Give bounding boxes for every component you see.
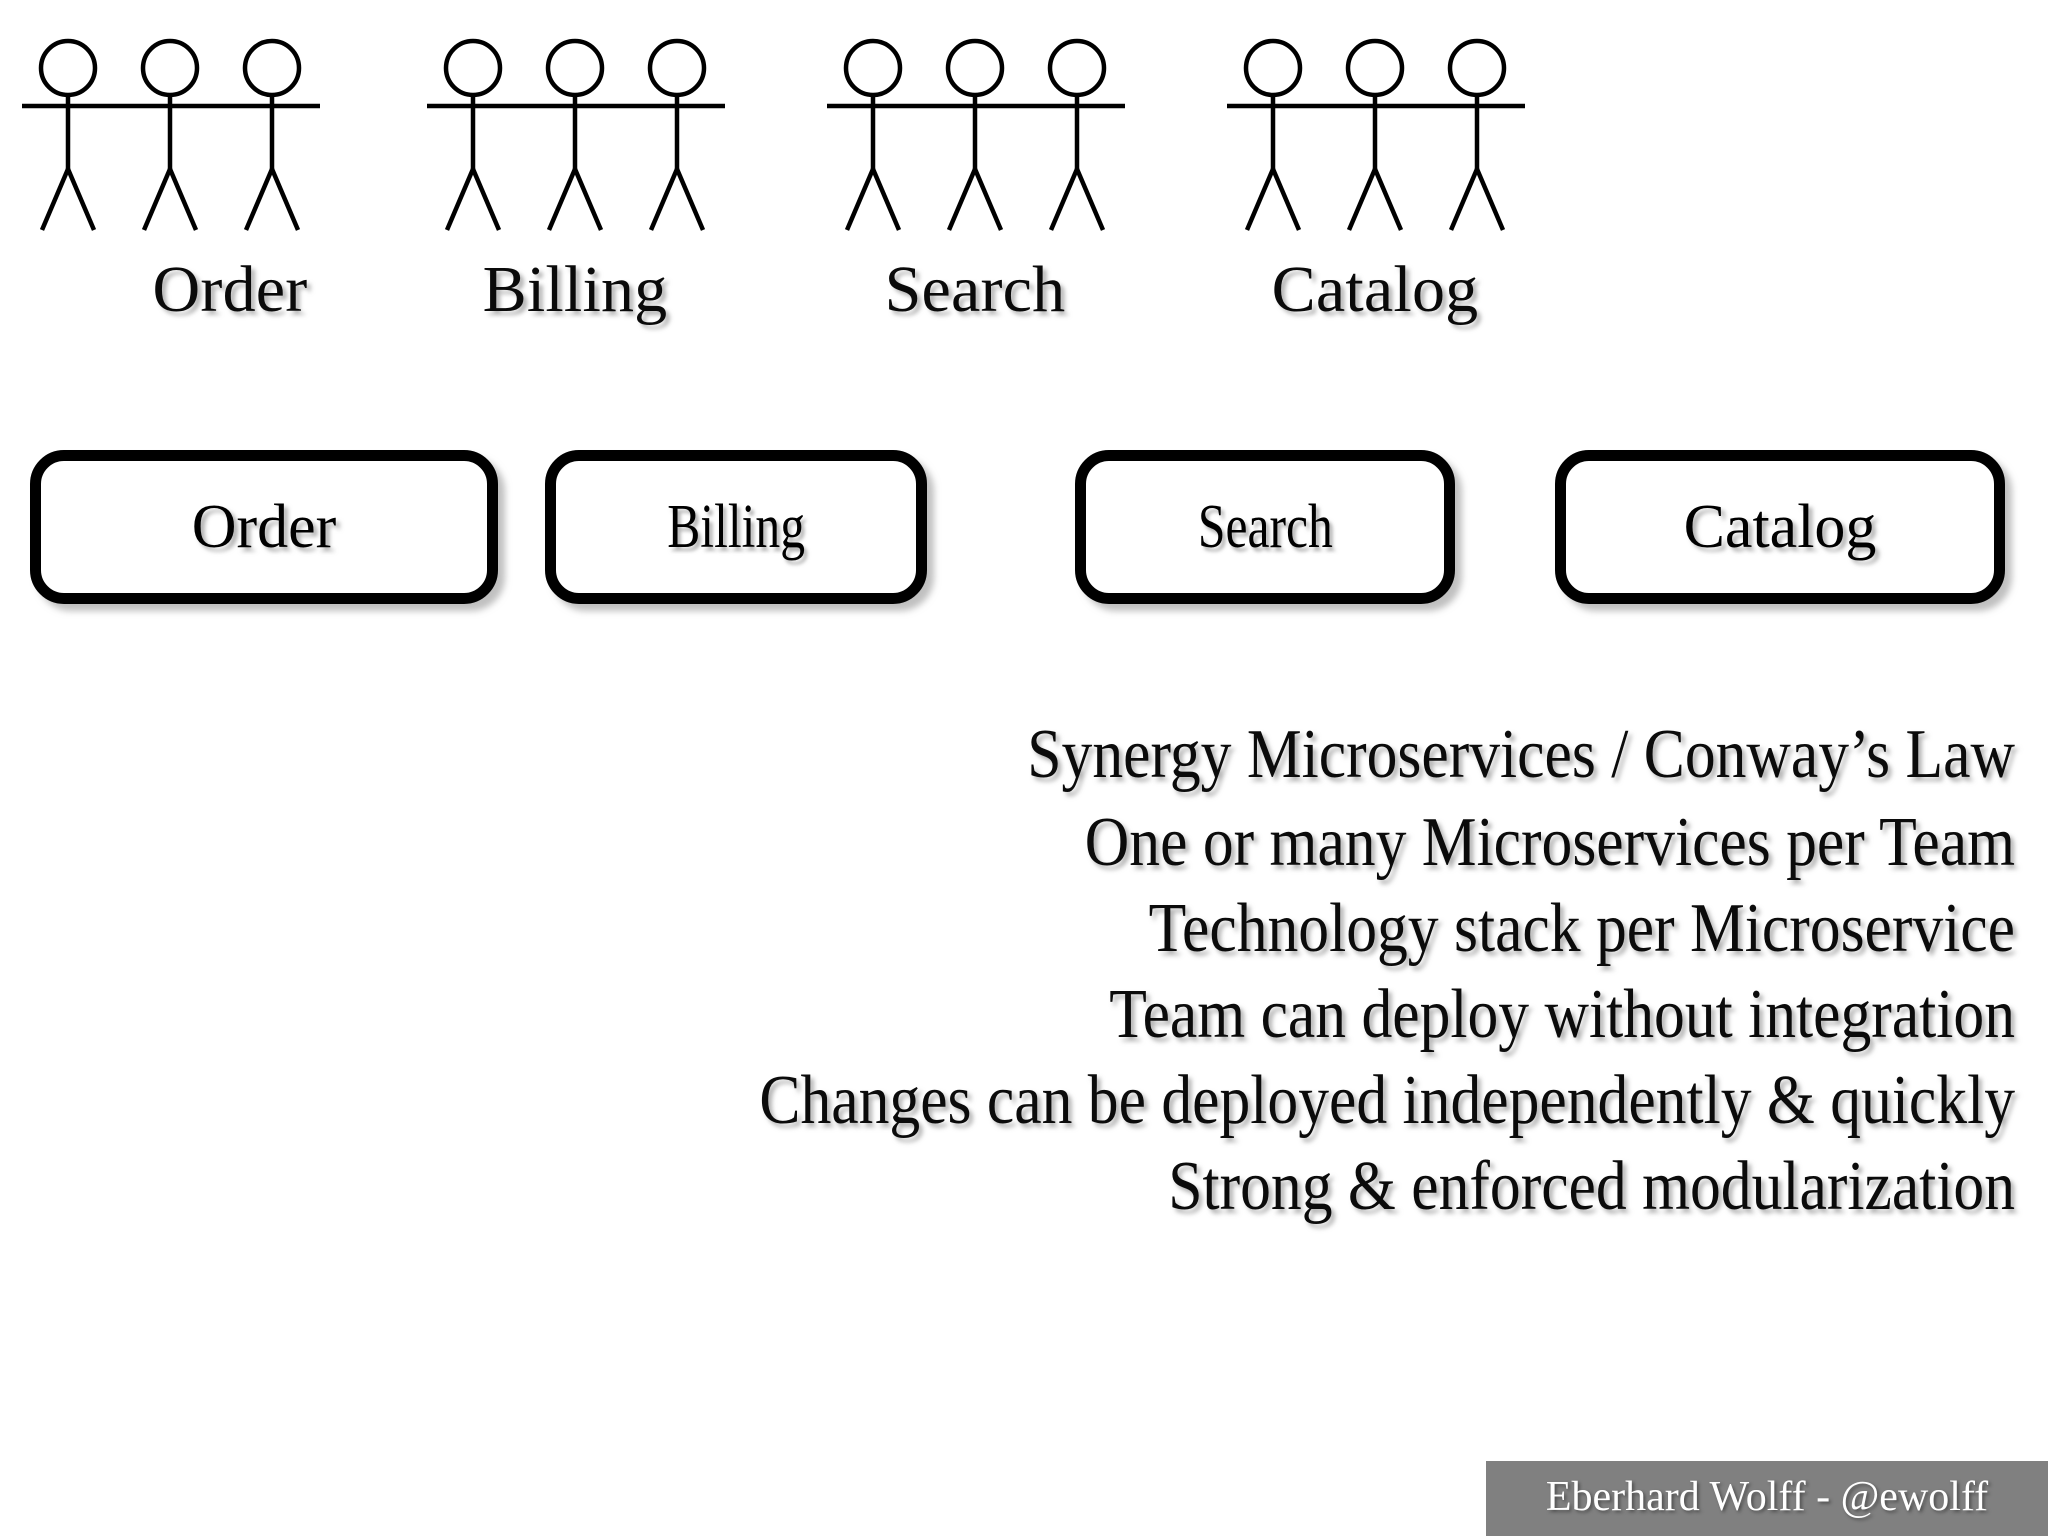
- team-group-search: [815, 34, 1219, 234]
- microservice-boxes-row: Order Billing Search Catalog: [0, 450, 2048, 670]
- team-label-search: Search: [884, 253, 1066, 326]
- body-text-line-5: Changes can be deployed independently & …: [759, 1062, 2015, 1139]
- microservice-box-label: Catalog: [1683, 493, 1877, 561]
- body-text-block: Synergy Microservices / Conway’s Law One…: [0, 712, 2015, 1230]
- body-text-line-2: One or many Microservices per Team: [1084, 804, 2015, 881]
- team-group-billing: [415, 34, 819, 234]
- microservice-box-catalog[interactable]: Catalog: [1555, 450, 2005, 604]
- teams-row: [0, 0, 2048, 260]
- stick-figure-group-icon: [827, 38, 1125, 231]
- stick-figure-group-icon: [22, 38, 320, 231]
- author-credit-text: Eberhard Wolff - @ewolff: [1545, 1473, 1989, 1520]
- team-group-catalog: [1215, 34, 1619, 234]
- author-credit-badge: Eberhard Wolff - @ewolff: [1486, 1461, 2048, 1536]
- team-labels-row: Order Billing Search Catalog: [0, 246, 2048, 338]
- microservice-box-label: Search: [1197, 493, 1333, 561]
- team-label-order: Order: [152, 253, 308, 326]
- body-text-line-3: Technology stack per Microservice: [1148, 890, 2015, 967]
- team-label-billing: Billing: [482, 253, 668, 326]
- body-text-line-1: Synergy Microservices / Conway’s Law: [1027, 716, 2015, 793]
- stick-figure-group-icon: [427, 38, 725, 231]
- microservice-box-label: Billing: [667, 493, 805, 561]
- stick-figure-group-icon: [1227, 38, 1525, 231]
- team-label-catalog: Catalog: [1271, 253, 1479, 326]
- body-text-line-4: Team can deploy without integration: [1109, 976, 2015, 1053]
- microservice-box-search[interactable]: Search: [1075, 450, 1455, 604]
- team-group-order: [10, 34, 414, 234]
- body-text-line-6: Strong & enforced modularization: [1168, 1148, 2015, 1225]
- microservice-box-label: Order: [191, 493, 337, 561]
- microservice-box-billing[interactable]: Billing: [545, 450, 927, 604]
- microservice-box-order[interactable]: Order: [30, 450, 498, 604]
